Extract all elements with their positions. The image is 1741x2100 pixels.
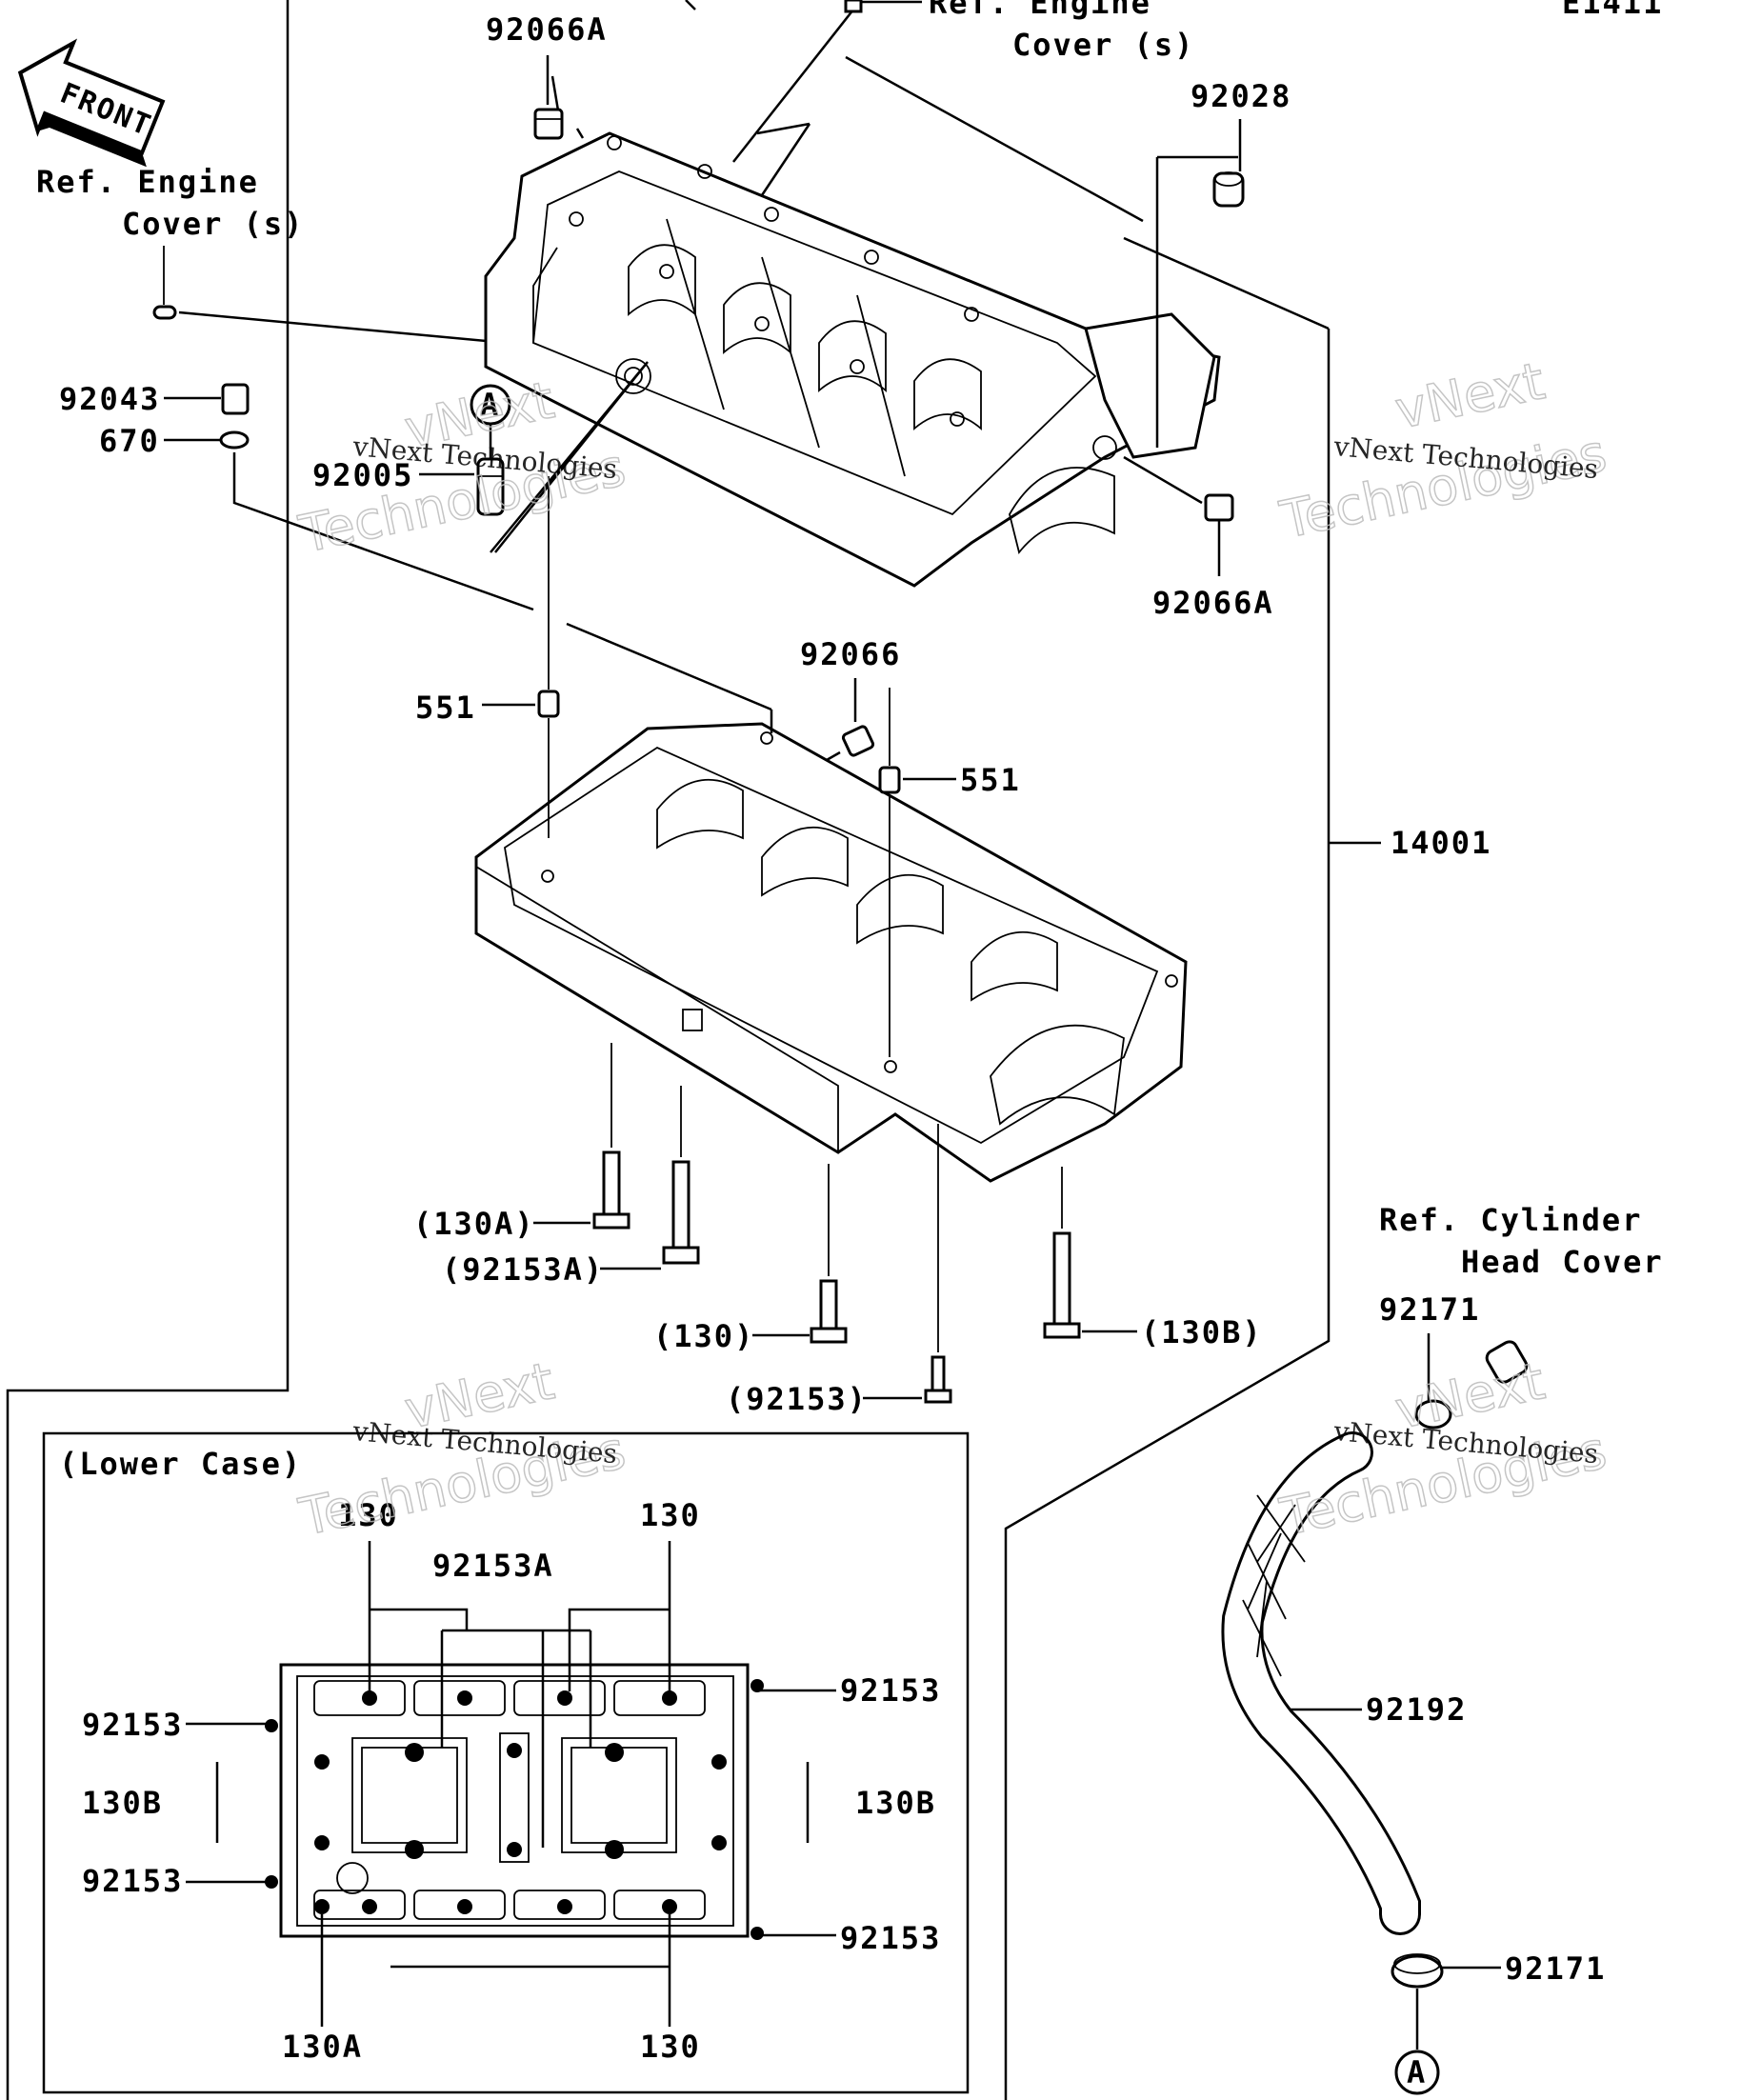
collar-92028-icon — [1212, 171, 1245, 208]
watermark-top-right: vNext Technologies vNext Technologies — [1274, 350, 1612, 551]
ref-cylinder-head-cover-line1: Ref. Cylinder — [1379, 1202, 1642, 1238]
clamp-92171-bottom-icon — [1391, 1953, 1444, 1989]
svg-text:A: A — [1407, 2054, 1427, 2090]
breather-fitting-icon — [1485, 1340, 1529, 1384]
o-ring-670-icon — [219, 430, 250, 450]
lc-label-130-left: 130 — [338, 1497, 399, 1533]
lower-case-leaders — [186, 1541, 836, 2027]
dowel-551-left-icon — [537, 690, 560, 718]
dowel-551-right-icon — [878, 766, 901, 794]
bolts-group — [592, 1043, 1081, 1404]
front-arrow-icon: FRONT — [17, 38, 166, 168]
ref-engine-cover-left-line1: Ref. Engine — [36, 164, 259, 200]
ref-engine-cover-top-line2: Cover (s) — [1012, 27, 1194, 63]
ref-engine-cover-left-line2: Cover (s) — [122, 206, 304, 242]
lc-label-130-right: 130 — [640, 1497, 701, 1533]
svg-text:A: A — [480, 387, 500, 423]
plug-92043-icon — [221, 383, 250, 415]
callout-a-bottom-icon: A — [1394, 2050, 1440, 2095]
label-92066A-right: 92066A — [1152, 585, 1274, 621]
lc-label-92153-top-left: 92153 — [82, 1707, 183, 1743]
nut-92066A-right-icon — [1204, 493, 1234, 522]
lower-case-title: (Lower Case) — [59, 1446, 302, 1482]
fitting-92005-icon — [476, 457, 505, 516]
label-92043: 92043 — [59, 381, 160, 417]
ref-engine-cover-top-line1: Ref. Engine — [929, 0, 1151, 21]
label-92028: 92028 — [1191, 78, 1291, 114]
label-92171-top: 92171 — [1379, 1291, 1480, 1328]
lower-crankcase-illustration — [474, 722, 1188, 1183]
lc-label-92153A: 92153A — [432, 1548, 554, 1584]
lc-label-92153-bottom-right: 92153 — [840, 1920, 941, 1956]
clamp-92171-top-icon — [1414, 1399, 1452, 1430]
label-92153A: (92153A) — [442, 1251, 604, 1288]
ref-cylinder-head-cover-line2: Head Cover — [1461, 1244, 1664, 1280]
label-551-right: 551 — [960, 762, 1021, 798]
label-92192: 92192 — [1366, 1691, 1467, 1728]
lc-label-130A-bottom: 130A — [282, 2029, 363, 2065]
dowel-pin-icon — [152, 305, 177, 320]
label-130: (130) — [653, 1318, 754, 1354]
label-130A: (130A) — [413, 1206, 535, 1242]
label-670: 670 — [99, 423, 160, 459]
hose-92192-icon — [1221, 1431, 1421, 1935]
label-92153: (92153) — [726, 1381, 868, 1417]
label-92171-bottom: 92171 — [1505, 1950, 1606, 1987]
label-92066A-top: 92066A — [486, 11, 608, 48]
label-14001: 14001 — [1391, 825, 1491, 861]
label-130B: (130B) — [1141, 1314, 1263, 1350]
label-92066: 92066 — [800, 636, 901, 672]
label-551-left: 551 — [415, 690, 476, 726]
lc-label-130B-right: 130B — [855, 1785, 936, 1821]
lc-label-92153-bottom-left: 92153 — [82, 1863, 183, 1899]
lc-label-92153-top-right: 92153 — [840, 1672, 941, 1709]
nut-92066A-top-icon — [533, 108, 564, 140]
upper-crankcase-illustration — [484, 122, 1221, 588]
lower-case-plan-illustration — [265, 1663, 764, 1940]
svg-text:vNext: vNext — [1391, 350, 1550, 440]
nut-92066-icon — [841, 725, 875, 757]
label-92005: 92005 — [312, 457, 413, 493]
diagram-code: E1411 — [1562, 0, 1663, 21]
lc-label-130B-left: 130B — [82, 1785, 163, 1821]
lc-label-130-bottom: 130 — [640, 2029, 701, 2065]
